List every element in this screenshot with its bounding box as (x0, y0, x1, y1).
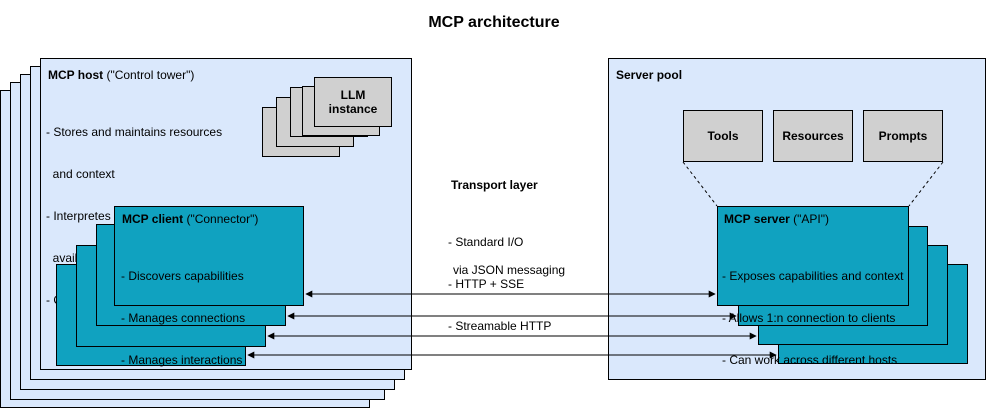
mcp-server-name: MCP server (724, 212, 790, 226)
capability-tools: Tools (683, 110, 763, 162)
llm-label-line2: instance (328, 102, 378, 116)
server-pool-title: Server pool (616, 68, 683, 82)
mcp-client-bullets: - Discovers capabilities - Manages conne… (121, 241, 245, 381)
transport-item: - Streamable HTTP (448, 319, 552, 333)
mcp-server-subtitle: ("API") (789, 212, 830, 226)
client-bullet: - Manages interactions (121, 353, 243, 367)
mcp-client-name: MCP client (122, 212, 184, 226)
mcp-server-box (717, 206, 909, 306)
mcp-client-box (114, 206, 304, 306)
client-bullet: - Manages connections (121, 311, 246, 325)
mcp-host-subtitle: ("Control tower") (103, 68, 195, 82)
llm-label-line1: LLM (340, 88, 366, 102)
diagram-title: MCP architecture (428, 14, 560, 31)
transport-item: - Standard I/O (448, 235, 524, 249)
mcp-host-name: MCP host (48, 68, 104, 82)
mcp-client-subtitle: ("Connector") (183, 212, 259, 226)
client-bullet: - Discovers capabilities (121, 269, 244, 283)
transport-layer-list: - Standard I/O - HTTP + SSE - Streamable… (448, 207, 551, 347)
mcp-client-title: MCP client ("Connector") (122, 212, 258, 226)
host-bullet: and context (46, 167, 115, 181)
transport-item: - HTTP + SSE (448, 277, 525, 291)
mcp-server-title: MCP server ("API") (724, 212, 829, 226)
mcp-host-title: MCP host ("Control tower") (48, 68, 194, 82)
capability-resources: Resources (773, 110, 853, 162)
server-bullet: - Exposes capabilities and context (722, 269, 904, 283)
capability-prompts: Prompts (863, 110, 943, 162)
server-bullet: - Allows 1:n connection to clients (722, 311, 896, 325)
transport-layer-title: Transport layer (451, 178, 538, 192)
mcp-server-bullets: - Exposes capabilities and context - All… (722, 241, 903, 381)
dashed-link-prompts (908, 161, 944, 207)
llm-instance-box: LLM instance (314, 77, 392, 127)
host-bullet: - Stores and maintains resources (46, 125, 223, 139)
transport-note: via JSON messaging (453, 263, 566, 277)
dashed-link-tools (682, 161, 718, 207)
